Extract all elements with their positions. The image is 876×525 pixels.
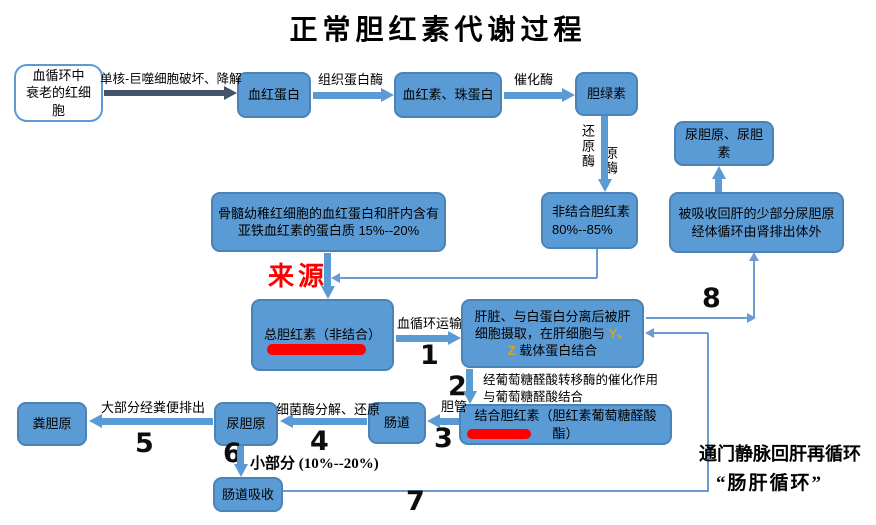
node-biliverdin-label: 胆绿素 (586, 86, 626, 102)
line-absorption-up (707, 333, 709, 491)
node-heme-globin: 血红素、珠蛋白 (394, 72, 502, 118)
arrowhead-liver-to-reabsorbed (749, 252, 759, 261)
node-urobilinogen-urobilin-label: 尿胆原、尿胆素 (684, 127, 763, 160)
node-reabsorbed: 被吸收回肝的少部分尿胆原 经体循环由肾排出体外 (669, 192, 844, 253)
node-urobilinogen: 尿胆原 (214, 402, 278, 446)
edge-label-catalase: 催化酶 (514, 72, 554, 87)
annotation-source: 来源 (268, 262, 329, 291)
arrowhead-urobilinogen-to-fecal (89, 414, 102, 428)
edge-label-monocyte: 单核-巨噬细胞破坏、降解 (100, 72, 242, 86)
arrowhead-biliverdin-to-unconj (598, 179, 612, 192)
arrowhead-liver-right (747, 313, 756, 323)
annotation-portal-line2: “肠肝循环” (716, 473, 824, 494)
node-total-bilirubin: 总胆红素（非结合） (251, 299, 394, 371)
node-liver-post: 载体蛋白结合 (515, 343, 598, 359)
arrowhead-unconj-to-junction (331, 273, 340, 283)
node-total-bilirubin-label: 总胆红素（非结合） (263, 327, 381, 343)
node-intestine: 肠道 (368, 402, 426, 444)
line-liver-right (646, 317, 749, 319)
edge-label-feces: 大部分经粪便排出 (101, 400, 206, 415)
node-old-rbc: 血循环中 衰老的红细胞 (14, 64, 103, 122)
node-fecal-urobilinogen: 粪胆原 (17, 402, 87, 446)
line-absorption-to-liver (654, 332, 708, 334)
arrow-biliverdin-to-unconj (601, 116, 608, 180)
node-fecal-urobilinogen-label: 粪胆原 (32, 416, 72, 432)
arrowhead-conj-to-intestine (427, 414, 440, 428)
edge-label-reductase: 还原酶 (580, 124, 595, 169)
node-intestine-label: 肠道 (383, 415, 410, 431)
node-reabsorbed-line1: 被吸收回肝的少部分尿胆原 (678, 206, 835, 222)
arrowhead-total-to-liver (448, 331, 461, 345)
node-liver-pre: 肝脏、与白蛋白分离后被肝细胞摄取，在肝细胞与 (474, 308, 631, 341)
line-unconj-left (340, 277, 597, 279)
arrow-total-to-liver (396, 335, 449, 342)
node-unconj-line2: 80%--85% (552, 221, 613, 237)
edge-label-glucuronide2: 与葡萄糖醛酸结合 (483, 390, 584, 404)
line-liver-up (753, 260, 755, 318)
arrow-heme-to-biliverdin (504, 92, 563, 99)
step-3: 3 (434, 423, 453, 454)
node-unconj-bilirubin: 非结合胆红素 80%--85% (541, 192, 638, 249)
diagram-title: 正常胆红素代谢过程 (289, 15, 587, 46)
edge-label-blood-transport: 血循环运输 (397, 316, 463, 331)
arrow-conj-to-intestine (440, 418, 459, 425)
node-old-rbc-line2: 衰老的红细胞 (25, 85, 91, 118)
line-unconj-down (596, 249, 598, 278)
step-8: 8 (702, 283, 721, 314)
line-absorption-right (283, 490, 709, 492)
arrow-marrow-to-total (324, 253, 331, 287)
edge-label-small-part: 小部分 (10%--20%) (250, 456, 379, 472)
edge-label-bile-duct: 胆管 (441, 399, 468, 414)
node-conj-bilirubin-label: 结合胆红素（胆红素葡萄糖醛酸酯） (474, 408, 657, 441)
arrowhead-absorption-to-liver (645, 328, 654, 338)
node-biliverdin: 胆绿素 (575, 72, 638, 116)
arrow-urobilinogen-to-absorption (237, 446, 244, 464)
node-heme-globin-label: 血红素、珠蛋白 (402, 87, 494, 103)
arrowhead-reabsorbed-to-urobilin (712, 166, 726, 179)
step-7: 7 (406, 486, 425, 517)
arrowhead-urobilinogen-to-absorption (234, 464, 248, 477)
arrowhead-hemoglobin-to-heme (381, 88, 394, 102)
arrow-liver-to-conj (466, 369, 473, 391)
arrowhead-rbc-to-hemoglobin (224, 86, 237, 100)
arrow-hemoglobin-to-heme (313, 92, 382, 99)
edge-label-glucuronide1: 经葡萄糖醛酸转移酶的催化作用 (483, 373, 659, 387)
node-urobilinogen-label: 尿胆原 (226, 416, 266, 432)
step-2: 2 (448, 371, 467, 402)
node-liver: 肝脏、与白蛋白分离后被肝细胞摄取，在肝细胞与 Y、Z 载体蛋白结合 (461, 299, 644, 368)
arrowhead-liver-to-conj (463, 391, 477, 404)
node-reabsorbed-line2: 经体循环由肾排出体外 (691, 223, 822, 239)
step-4: 4 (310, 426, 329, 457)
node-unconj-line1: 非结合胆红素 (552, 204, 631, 220)
node-urobilinogen-urobilin: 尿胆原、尿胆素 (674, 121, 774, 166)
red-underline-total (267, 344, 366, 355)
node-marrow: 骨髓幼稚红细胞的血红蛋白和肝内含有 亚铁血红素的蛋白质 15%--20% (211, 192, 446, 252)
arrowhead-intestine-to-urobilinogen (280, 414, 293, 428)
node-marrow-line1: 骨髓幼稚红细胞的血红蛋白和肝内含有 (217, 205, 439, 221)
node-liver-text: 肝脏、与白蛋白分离后被肝细胞摄取，在肝细胞与 Y、Z 载体蛋白结合 (471, 308, 634, 359)
red-underline-conj (467, 429, 531, 439)
arrow-reabsorbed-to-urobilin (715, 179, 722, 192)
node-hemoglobin-label: 血红蛋白 (247, 87, 300, 103)
node-conj-bilirubin: 结合胆红素（胆红素葡萄糖醛酸酯） (459, 404, 672, 445)
annotation-portal-line1: 通门静脉回肝再循环 (699, 444, 861, 464)
node-intestinal-absorption-label: 肠道吸收 (221, 486, 274, 502)
edge-label-tissue-protease: 组织蛋白酶 (318, 72, 384, 87)
edge-label-bacteria: 细菌酶分解、还原 (276, 402, 381, 417)
node-hemoglobin: 血红蛋白 (237, 72, 311, 118)
arrowhead-marrow-to-total (321, 286, 335, 299)
arrow-rbc-to-hemoglobin (104, 90, 224, 96)
step-5: 5 (135, 428, 154, 459)
arrow-urobilinogen-to-fecal (102, 418, 213, 425)
node-old-rbc-line1: 血循环中 (32, 68, 85, 84)
arrow-intestine-to-urobilinogen (293, 418, 367, 425)
arrowhead-heme-to-biliverdin (562, 88, 575, 102)
node-intestinal-absorption: 肠道吸收 (213, 477, 283, 512)
node-marrow-line2: 亚铁血红素的蛋白质 15%--20% (237, 223, 420, 238)
step-1: 1 (420, 340, 439, 371)
node-liver-yz: Y、Z (507, 325, 631, 359)
